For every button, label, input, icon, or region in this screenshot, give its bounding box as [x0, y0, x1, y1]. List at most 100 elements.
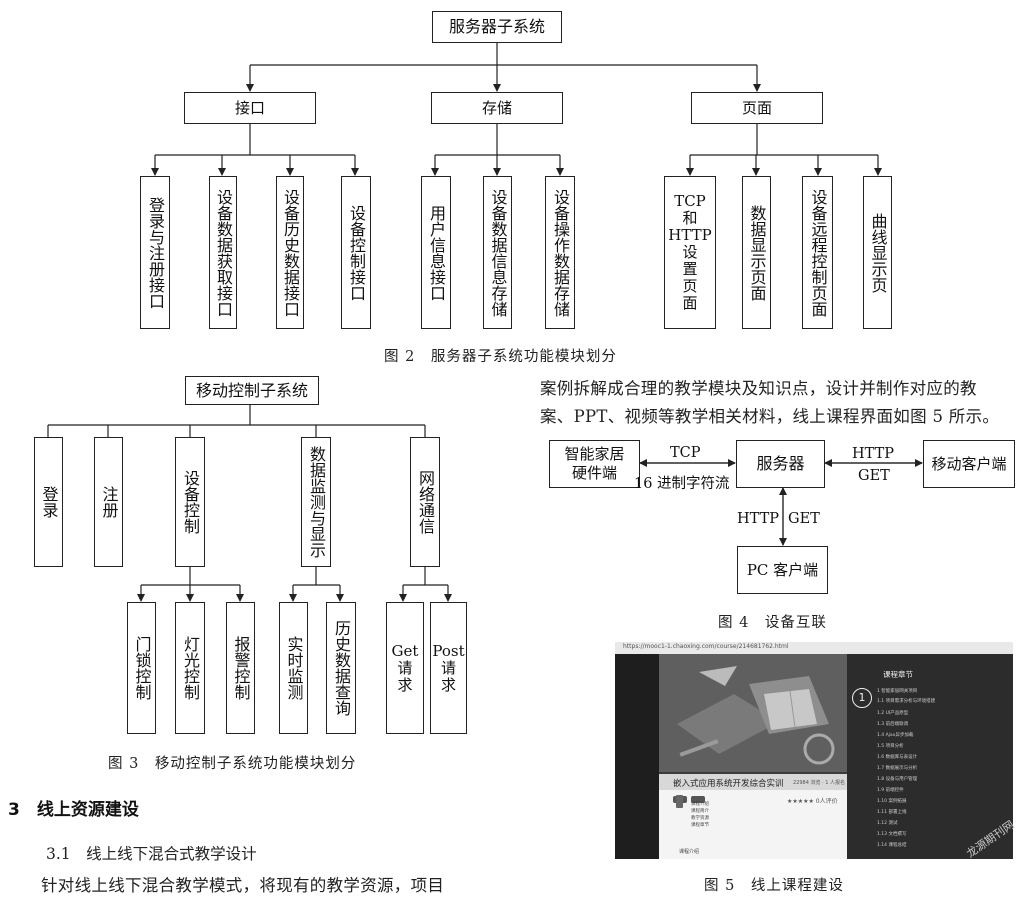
fig3-node-login: 登录 [34, 437, 63, 567]
content-footer: 课程介绍 [679, 849, 700, 855]
fig2-leaf-label: 用户信息接口 [427, 204, 446, 301]
fig3-leaf-alarm: 报警控制 [226, 602, 255, 734]
fig2-leaf-device-op-storage: 设备操作数据存储 [545, 176, 575, 329]
fig5-caption: 图 5 线上课程建设 [704, 878, 844, 894]
fig2-leaf-device-data-storage: 设备数据信息存储 [483, 176, 512, 329]
fig4-edge-label: HTTP [737, 511, 780, 527]
fig3-leaf-history-query: 历史数据查询 [326, 602, 356, 734]
fig3-node-label: 注册 [99, 486, 119, 518]
paragraph-line: 案、PPT、视频等教学相关材料，线上课程界面如图 5 所示。 [540, 407, 1000, 426]
fig3-leaf-label: Post 请 求 [432, 641, 465, 694]
course-hero-banner [659, 654, 847, 772]
fig4-edge-label: 16 进制字符流 [634, 476, 730, 492]
fig2-group-storage: 存储 [431, 92, 563, 124]
fig3-node-label: 登录 [39, 486, 59, 518]
chapter-item[interactable]: 1.11 部署上线 [877, 810, 907, 815]
chapter-item[interactable]: 1.8 设备与用户管理 [877, 777, 918, 782]
fig4-edge-label: GET [788, 511, 820, 527]
page-left-gutter [615, 654, 659, 859]
fig2-caption: 图 2 服务器子系统功能模块划分 [384, 349, 617, 365]
chapter-item[interactable]: 1.7 数据展示与分析 [877, 766, 918, 771]
hero-illustration [659, 654, 847, 772]
fig3-node-label: 设备控制 [181, 470, 200, 534]
fig3-node-register: 注册 [94, 437, 123, 567]
fig3-leaf-label: 门锁控制 [132, 636, 152, 700]
course-views: 22984 浏览 · 1 人报名 [793, 780, 846, 786]
fig2-group-interface: 接口 [184, 92, 316, 124]
content-item[interactable]: 课程介绍 [691, 802, 709, 807]
chapter-item[interactable]: 1.6 数据库与表设计 [877, 755, 918, 760]
fig4-node-pc-client: PC 客户端 [737, 546, 828, 594]
fig3-leaf-post-request: Post 请 求 [430, 602, 467, 734]
content-item[interactable]: 教学资源 [691, 816, 709, 821]
fig2-leaf-login-register-api: 登录与注册接口 [140, 176, 170, 329]
fig3-node-label: 网络通信 [416, 470, 435, 534]
paragraph-line: 案例拆解成合理的教学模块及知识点，设计并制作对应的教 [540, 379, 977, 398]
fig3-root-node: 移动控制子系统 [185, 376, 319, 405]
fig2-leaf-tcp-http-settings-page: TCP 和 HTTP 设 置 页 面 [664, 176, 716, 329]
fig3-caption: 图 3 移动控制子系统功能模块划分 [108, 756, 357, 772]
fig2-leaf-label: 设备远程控制页面 [808, 188, 828, 317]
fig3-node-label: 数据监测与显示 [307, 446, 326, 558]
fig3-leaf-label: Get 请 求 [391, 641, 419, 694]
chapter-item[interactable]: 1.14 课程总结 [877, 843, 907, 848]
fig2-leaf-label: 数据显示页面 [747, 204, 767, 301]
chapter-sidebar [847, 654, 1013, 859]
fig4-caption: 图 4 设备互联 [718, 615, 827, 631]
chapter-item[interactable]: 1.4 Ajax异步加载 [877, 733, 914, 738]
fig2-leaf-data-display-page: 数据显示页面 [742, 176, 771, 329]
fig2-leaf-label: 登录与注册接口 [146, 196, 165, 309]
fig4-edge-label: GET [858, 468, 890, 484]
fig2-leaf-device-history-api: 设备历史数据接口 [276, 176, 304, 329]
fig3-leaf-label: 实时监测 [284, 636, 304, 700]
fig2-leaf-label: 设备数据信息存储 [488, 188, 508, 317]
browser-url[interactable]: https://mooc1-1.chaoxing.com/course/2146… [623, 643, 789, 650]
chapter-number-badge: 1 [852, 688, 872, 708]
chapter-item[interactable]: 1.13 文档撰写 [877, 832, 907, 837]
fig4-node-smart-home-hardware: 智能家居 硬件端 [549, 440, 640, 488]
fig2-leaf-label: 曲线显示页 [868, 212, 888, 293]
course-title-bar [659, 774, 847, 790]
content-item[interactable]: 课程简介 [691, 809, 709, 814]
fig2-leaf-device-control-api: 设备控制接口 [341, 176, 371, 329]
chapter-item[interactable]: 1.3 前后端联调 [877, 722, 909, 727]
fig4-edge-label: TCP [670, 445, 701, 461]
fig2-leaf-label: 设备历史数据接口 [281, 188, 300, 317]
browser-address-bar [615, 642, 1013, 654]
fig2-leaf-user-info-api: 用户信息接口 [421, 176, 451, 329]
fig4-node-label: 智能家居 硬件端 [564, 445, 625, 482]
course-tag [691, 796, 705, 803]
fig4-edge-label: HTTP [852, 446, 895, 462]
chapter-item[interactable]: 1.12 测试 [877, 821, 898, 826]
fig3-node-device-control: 设备控制 [175, 437, 205, 567]
fig2-group-pages: 页面 [691, 92, 823, 124]
fig2-leaf-label: TCP 和 HTTP 设 置 页 面 [668, 192, 712, 312]
fig4-node-server: 服务器 [736, 440, 825, 488]
course-content-area [659, 790, 847, 859]
content-item[interactable]: 课程章节 [691, 823, 709, 828]
chapter-item[interactable]: 1.9 前端控件 [877, 788, 904, 793]
chapter-item[interactable]: 1.5 项目分析 [877, 744, 904, 749]
fig2-leaf-label: 设备控制接口 [347, 204, 366, 301]
fig4-node-mobile-client: 移动客户端 [923, 440, 1015, 488]
fig3-leaf-label: 历史数据查询 [332, 620, 351, 716]
fig2-leaf-label: 设备操作数据存储 [551, 188, 570, 317]
fig3-leaf-label: 灯光控制 [181, 636, 200, 700]
fig3-leaf-realtime: 实时监测 [279, 602, 308, 734]
chapter-item[interactable]: 1.10 案例拓展 [877, 799, 907, 804]
paragraph-line: 针对线上线下混合教学模式，将现有的教学资源，项目 [41, 876, 445, 895]
section-heading: 3 线上资源建设 [8, 800, 139, 820]
chapter-item[interactable]: 1.2 UI产品原型 [877, 711, 909, 716]
chapter-item[interactable]: 1 智能家居网关项目 [877, 689, 918, 694]
course-title: 嵌入式应用系统开发综合实训 [673, 779, 784, 789]
fig3-node-network: 网络通信 [410, 437, 440, 567]
subsection-heading: 3.1 线上线下混合式教学设计 [46, 845, 257, 863]
fig2-leaf-label: 设备数据获取接口 [214, 188, 233, 317]
sidebar-title: 课程章节 [883, 670, 913, 679]
chapter-item[interactable]: 1.1 项目需求分析与环境搭建 [877, 699, 936, 704]
fig5-course-screenshot: 1 1 智能家居网关项目 1.1 项目需求分析与环境搭建 1.2 UI产品原型 … [615, 642, 1013, 859]
fig2-root-node: 服务器子系统 [432, 11, 562, 43]
fig3-leaf-light: 灯光控制 [175, 602, 205, 734]
phone-thumbnail [676, 795, 683, 808]
